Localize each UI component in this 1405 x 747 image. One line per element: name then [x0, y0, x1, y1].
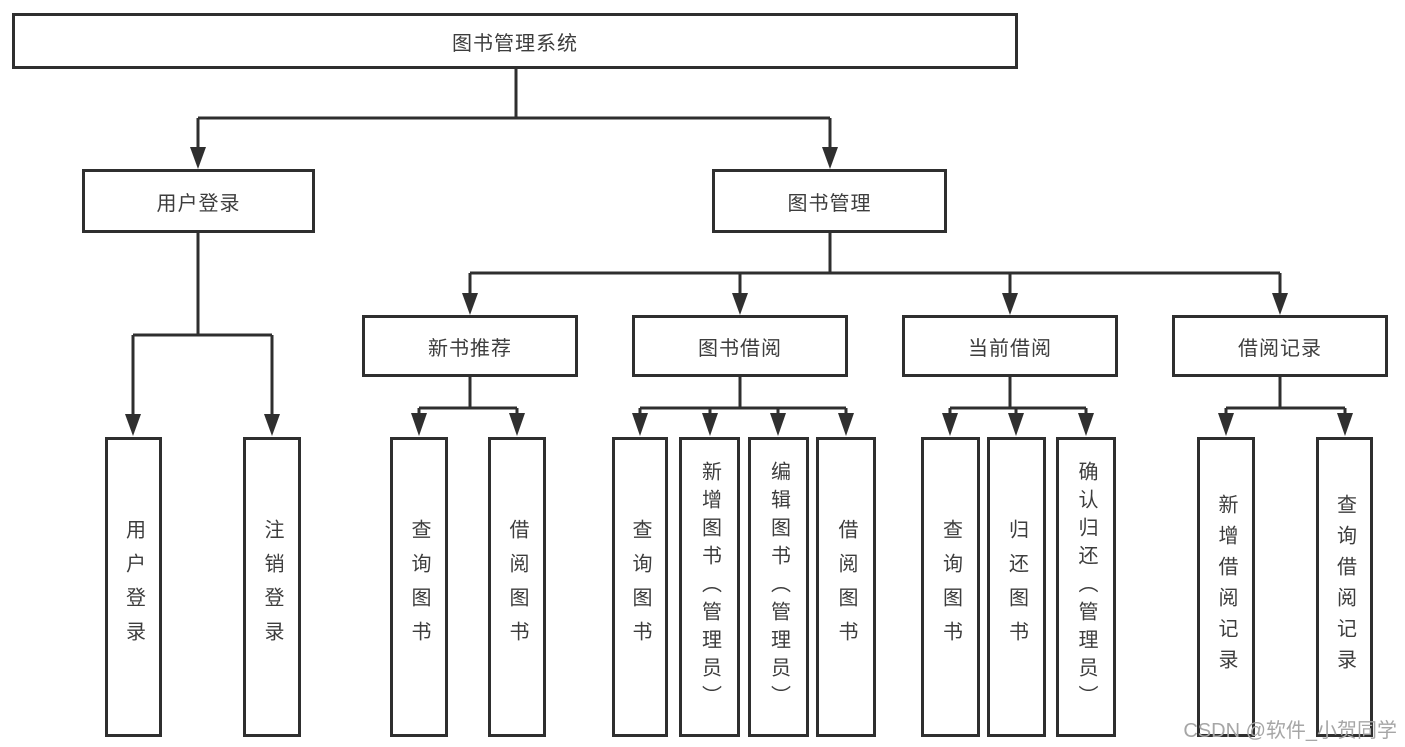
node-label: 新书推荐 [428, 337, 512, 360]
node-label: 图书管理系统 [452, 32, 578, 55]
node-label: 借阅记录 [1238, 337, 1322, 360]
leaf-borrow-book: 借阅图书 [816, 437, 876, 737]
node-label: 借阅图书 [835, 519, 857, 655]
node-label: 用户登录 [122, 519, 145, 655]
node-label: 图书管理 [787, 192, 872, 215]
node-label: 借阅图书 [506, 519, 528, 655]
csdn-watermark: CSDN @软件_小贺同学 [1183, 720, 1397, 742]
node-label: 查询借阅记录 [1333, 494, 1356, 680]
node-label: 当前借阅 [968, 337, 1052, 360]
node-user-login: 用户登录 [82, 169, 315, 233]
node-book-borrow: 图书借阅 [632, 315, 848, 377]
leaf-borrow-edit-admin: 编辑图书（管理员） [748, 437, 809, 737]
leaf-record-query: 查询借阅记录 [1316, 437, 1373, 737]
node-label: 用户登录 [156, 192, 241, 215]
leaf-return-book: 归还图书 [987, 437, 1046, 737]
node-label: 图书借阅 [698, 337, 782, 360]
node-root-system: 图书管理系统 [12, 13, 1018, 69]
node-label: 确认归还（管理员） [1075, 461, 1097, 713]
leaf-newbook-borrow: 借阅图书 [488, 437, 546, 737]
node-label: 注销登录 [261, 519, 283, 655]
node-current-borrow: 当前借阅 [902, 315, 1118, 377]
node-label: 查询图书 [939, 519, 962, 655]
node-label: 查询图书 [408, 519, 430, 655]
node-new-book-recommend: 新书推荐 [362, 315, 578, 377]
leaf-confirm-return-admin: 确认归还（管理员） [1056, 437, 1116, 737]
leaf-newbook-query: 查询图书 [390, 437, 448, 737]
node-label: 新增借阅记录 [1215, 494, 1237, 680]
node-label: 查询图书 [629, 519, 651, 655]
node-book-manage: 图书管理 [712, 169, 947, 233]
leaf-current-query: 查询图书 [921, 437, 980, 737]
leaf-record-add: 新增借阅记录 [1197, 437, 1255, 737]
node-borrow-record: 借阅记录 [1172, 315, 1388, 377]
leaf-borrow-query: 查询图书 [612, 437, 668, 737]
leaf-logout: 注销登录 [243, 437, 301, 737]
node-label: 归还图书 [1005, 519, 1028, 655]
node-label: 新增图书（管理员） [698, 461, 721, 713]
node-label: 编辑图书（管理员） [767, 461, 790, 713]
leaf-borrow-add-admin: 新增图书（管理员） [679, 437, 740, 737]
leaf-user-login: 用户登录 [105, 437, 162, 737]
